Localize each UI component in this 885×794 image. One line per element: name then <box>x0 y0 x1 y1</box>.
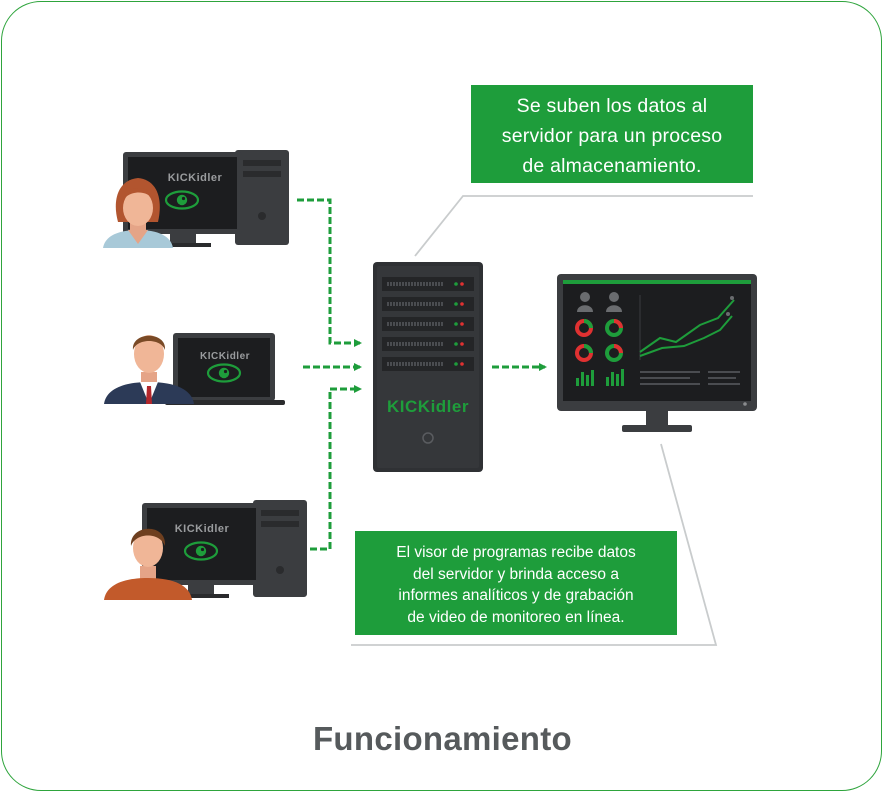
server-power-button <box>422 432 434 444</box>
workstation-3: KICKidler <box>104 500 307 600</box>
screen-logo-3: KICKidler <box>175 523 230 535</box>
screen-logo-1: KICKidler <box>168 172 223 184</box>
arrow-workstation1-to-server <box>297 198 362 347</box>
server-drive-bays <box>382 277 474 371</box>
callout-upload-to-server: Se suben los datos al servidor para un p… <box>471 85 753 183</box>
callout-viewer-access: El visor de programas recibe datos del s… <box>355 531 677 635</box>
callout-top-line: de almacenamiento. <box>522 155 702 177</box>
server-icon: KICKidler <box>373 262 483 472</box>
page-title: Funcionamiento <box>312 720 573 757</box>
callout-bottom-pointer <box>351 443 718 646</box>
callout-top-pointer <box>414 195 753 257</box>
dashboard-chart-icon <box>575 292 740 386</box>
woman-user-icon <box>103 178 173 248</box>
callout-top-line: Se suben los datos al <box>516 95 708 117</box>
man-user-icon <box>104 335 194 404</box>
screen-logo-2: KICKidler <box>200 351 250 362</box>
monitor-icon <box>557 274 757 432</box>
workstation-1: KICKidler <box>103 150 289 248</box>
arrow-workstation3-to-server <box>310 385 362 551</box>
server-logo: KICKidler <box>387 397 469 416</box>
young-man-user-icon <box>104 528 192 600</box>
callout-bottom-line: del servidor y brinda acceso a <box>413 565 619 583</box>
callout-bottom-line: informes analíticos y de grabación <box>398 587 634 604</box>
workstation-2: KICKidler <box>104 333 285 405</box>
connector-arrows <box>297 198 547 551</box>
callout-bottom-line: El visor de programas recibe datos <box>396 544 636 561</box>
laptop-base <box>165 400 285 405</box>
callout-bottom-line: de video de monitoreo en línea. <box>407 608 625 626</box>
callout-top-line: servidor para un proceso <box>501 125 723 147</box>
